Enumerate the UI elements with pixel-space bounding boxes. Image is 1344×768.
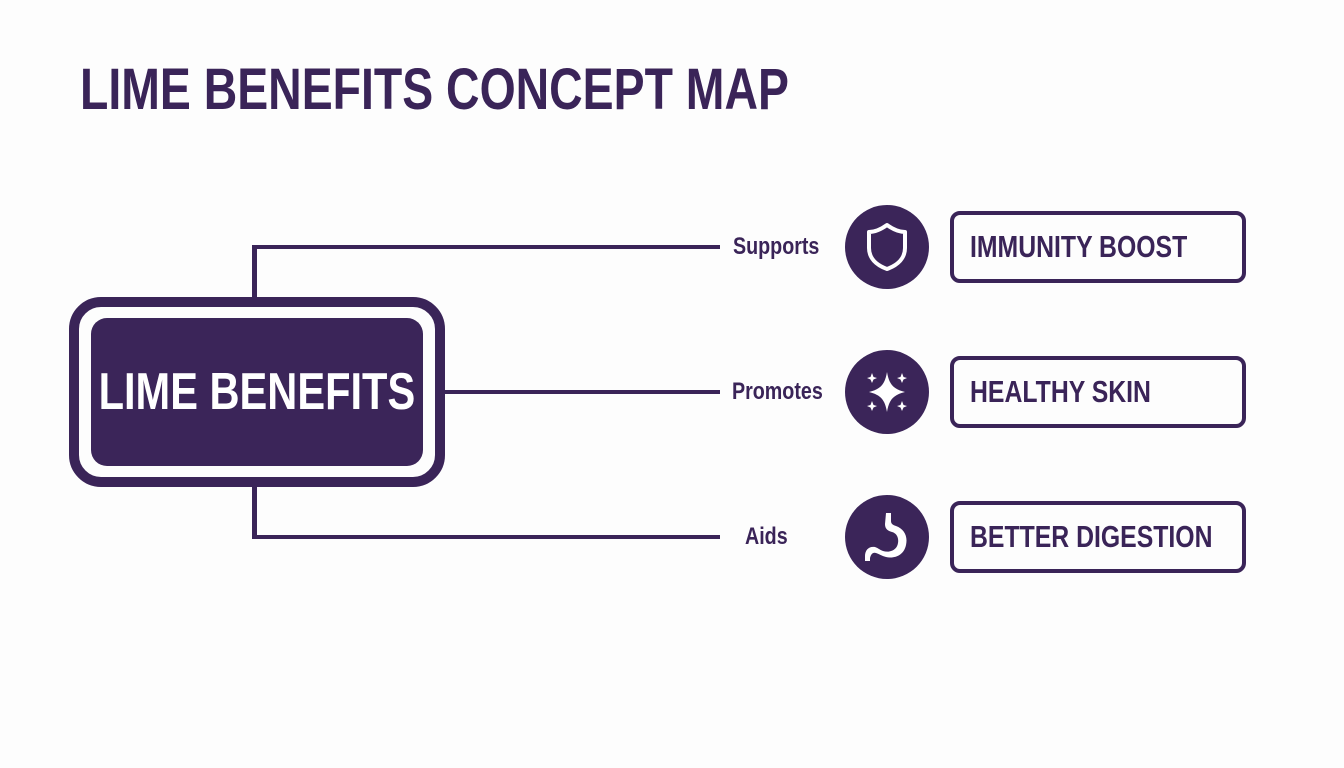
- benefit-label-skin: HEALTHY SKIN: [970, 374, 1151, 409]
- relation-label-promotes: Promotes: [732, 378, 823, 405]
- central-node-label: LIME BENEFITS: [98, 363, 416, 421]
- central-node: LIME BENEFITS: [69, 297, 445, 487]
- benefit-box-digestion: BETTER DIGESTION: [950, 501, 1246, 573]
- benefit-label-digestion: BETTER DIGESTION: [970, 519, 1213, 554]
- benefit-box-immunity: IMMUNITY BOOST: [950, 211, 1246, 283]
- page-title: LIME BENEFITS CONCEPT MAP: [80, 57, 789, 122]
- connector-promotes: [445, 390, 720, 394]
- icon-circle-immunity: [845, 205, 929, 289]
- shield-icon: [867, 223, 907, 271]
- icon-circle-skin: [845, 350, 929, 434]
- sparkles-icon: [867, 372, 907, 412]
- relation-label-supports: Supports: [733, 233, 820, 260]
- connector-vertical-bottom: [252, 485, 257, 539]
- relation-label-aids: Aids: [745, 523, 788, 550]
- central-node-inner: LIME BENEFITS: [91, 318, 423, 466]
- stomach-icon: [865, 513, 907, 561]
- connector-aids: [252, 535, 720, 539]
- connector-vertical-top: [252, 245, 257, 299]
- connector-supports: [252, 245, 720, 249]
- icon-circle-digestion: [845, 495, 929, 579]
- benefit-box-skin: HEALTHY SKIN: [950, 356, 1246, 428]
- benefit-label-immunity: IMMUNITY BOOST: [970, 229, 1188, 264]
